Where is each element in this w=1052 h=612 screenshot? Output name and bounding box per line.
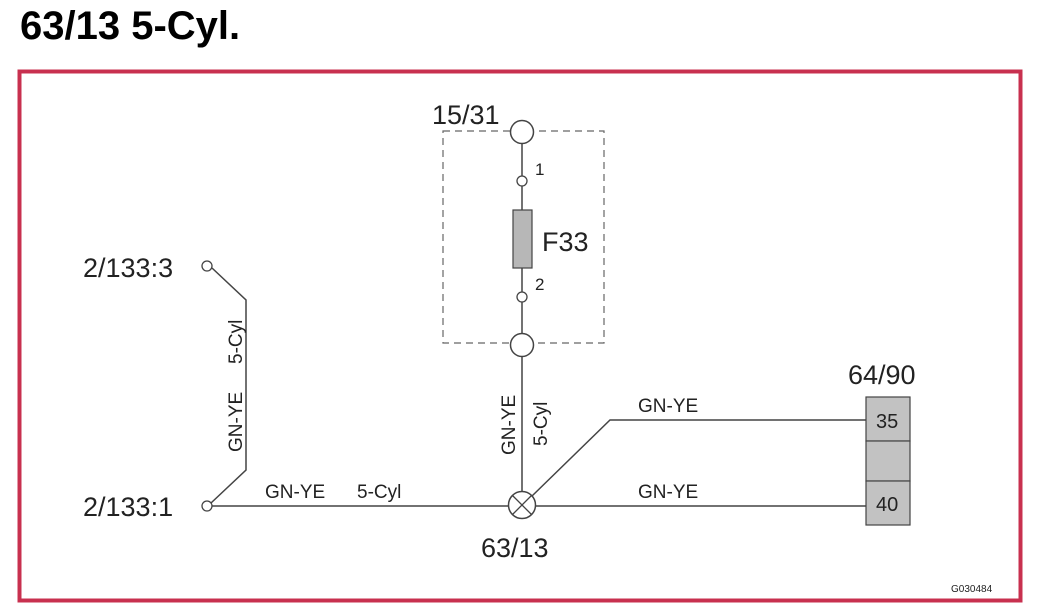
fuse-pin-1-icon xyxy=(516,175,528,187)
fuse-icon xyxy=(512,209,533,269)
diagram-frame xyxy=(17,69,1023,603)
fuse-box-outline xyxy=(442,130,605,344)
connector-pin-40-box xyxy=(865,480,911,526)
terminal-2-133-3-label: 2/133:3 xyxy=(83,253,173,283)
fuse-name-label: F33 xyxy=(542,227,589,257)
page-title: 63/13 5-Cyl. xyxy=(20,4,241,48)
connector-pin-35-box xyxy=(865,396,911,442)
wire-left-vertical-variant-label: 5-Cyl xyxy=(226,320,247,364)
connector-pin-35-label: 35 xyxy=(876,411,898,433)
wire-upper-right-color-label: GN-YE xyxy=(638,396,698,417)
wire-left-vertical xyxy=(210,267,247,504)
splice-63-13-label: 63/13 xyxy=(481,533,549,563)
node-15-31-label: 15/31 xyxy=(432,100,500,130)
wire-center-color-label: GN-YE xyxy=(499,395,520,455)
splice-cross-circle-icon xyxy=(507,490,537,520)
wire-upper-right xyxy=(531,419,866,497)
node-lower-fuse-icon xyxy=(509,332,535,358)
terminal-2-133-3-icon xyxy=(201,260,213,272)
wire-bottom-left-variant-label: 5-Cyl xyxy=(357,482,401,503)
fuse-pin-2-label: 2 xyxy=(535,275,544,294)
wire-lower-right-color-label: GN-YE xyxy=(638,482,698,503)
fuse-pin-2-icon xyxy=(516,291,528,303)
drawing-code-label: G030484 xyxy=(951,584,993,595)
terminal-2-133-1-label: 2/133:1 xyxy=(83,492,173,522)
connector-64-90-label: 64/90 xyxy=(848,360,916,390)
wire-left-vertical-color-label: GN-YE xyxy=(226,392,247,452)
wire-center-variant-label: 5-Cyl xyxy=(531,402,552,446)
node-15-31-icon xyxy=(509,119,535,145)
connector-64-90 xyxy=(865,396,911,526)
fuse-pin-1-label: 1 xyxy=(535,160,544,179)
connector-empty-pin-box xyxy=(865,440,911,482)
terminal-2-133-1-icon xyxy=(201,500,213,512)
connector-pin-40-label: 40 xyxy=(876,494,898,516)
wire-bottom-left-color-label: GN-YE xyxy=(265,482,325,503)
